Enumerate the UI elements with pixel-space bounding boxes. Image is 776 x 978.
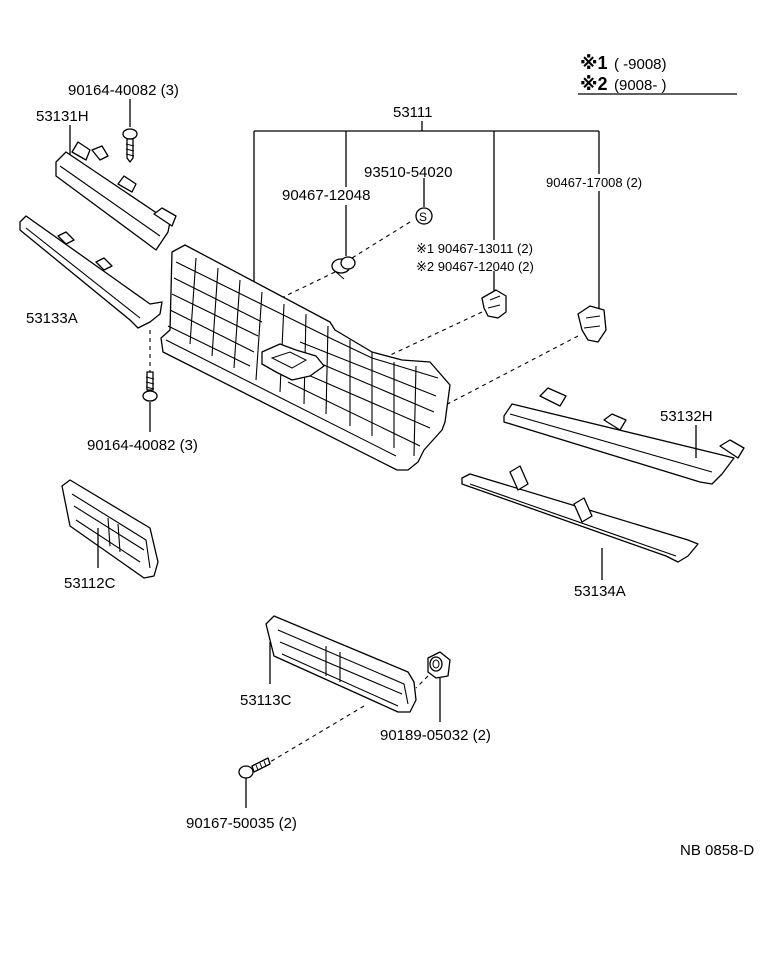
legend-row1-mark: ※1 (580, 53, 608, 73)
label-90164-40082-top: 90164-40082 (3) (68, 82, 179, 99)
grille-53112c (61, 479, 159, 579)
bracket-clip-icon (481, 289, 507, 319)
label-90189-05032: 90189-05032 (2) (380, 727, 491, 744)
svg-text:S: S (419, 210, 427, 224)
retainer-53133a (19, 215, 163, 329)
label-93510-54020: 93510-54020 (364, 164, 452, 181)
drawing-code: NB 0858-D (680, 842, 754, 859)
label-53111: 53111 (393, 104, 433, 121)
push-clip-icon (331, 256, 356, 280)
label-53131H: 53131H (36, 108, 89, 125)
label-53113C: 53113C (240, 692, 292, 709)
main-grille-callout: 53111 (253, 104, 600, 310)
label-53132H: 53132H (660, 408, 713, 425)
screw-mid-icon (142, 371, 158, 402)
legend-row1-range: ( -9008) (614, 56, 667, 73)
label-90467-17008: 90467-17008 (2) (546, 175, 642, 190)
retainer-53131h (55, 141, 177, 251)
label-90467-12040: ※2 90467-12040 (2) (416, 259, 534, 274)
retainer-clip-icon (577, 305, 607, 343)
legend: ※1 ( -9008) ※2 (9008- ) (578, 53, 737, 95)
screw-bottom-icon (238, 757, 271, 779)
label-53133A: 53133A (26, 310, 78, 327)
label-90164-40082-mid: 90164-40082 (3) (87, 437, 198, 454)
s-mark-icon: S (415, 207, 433, 225)
label-90167-50035: 90167-50035 (2) (186, 815, 297, 832)
retainer-53132h (503, 387, 745, 485)
label-90467-12048: 90467-12048 (282, 187, 370, 204)
label-53134A: 53134A (574, 583, 626, 600)
screw-top-icon (122, 128, 138, 163)
label-90467-13011: ※1 90467-13011 (2) (416, 241, 533, 256)
grommet-nut-icon (427, 651, 451, 679)
legend-row2-range: (9008- ) (614, 77, 667, 94)
main-grille-53111 (160, 244, 451, 471)
label-53112C: 53112C (64, 575, 116, 592)
grille-53113c (265, 615, 417, 713)
retainer-53134a (461, 465, 699, 563)
legend-row2-mark: ※2 (580, 74, 608, 94)
